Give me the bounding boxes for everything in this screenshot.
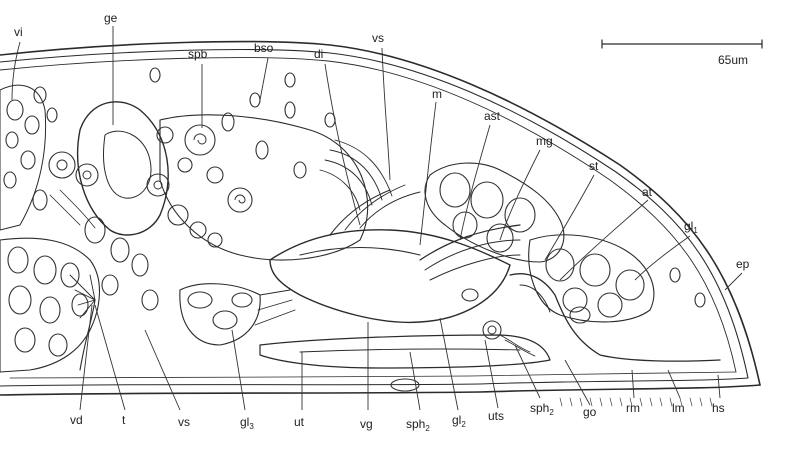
label-m: m [432,87,442,101]
label-uts: uts [488,409,504,423]
scale-bar-label: 65um [718,53,748,67]
label-vs-top: vs [372,31,384,45]
label-di: di [314,47,323,61]
label-gl1: gl1 [684,219,698,235]
label-t: t [122,413,126,427]
label-rm: rm [626,401,640,415]
germarium [48,101,170,236]
label-bso: bso [254,41,274,55]
label-gl3: gl3 [240,415,254,431]
atrium [509,273,721,362]
label-spb: spb [188,47,208,61]
leader-lines [11,26,743,411]
label-mg: mg [536,134,553,148]
scale-bar: 65um [601,39,763,67]
label-ut: ut [294,415,305,429]
label-vi: vi [14,25,23,39]
label-gl2: gl2 [452,413,466,429]
body-wall [0,40,761,407]
label-vd: vd [70,413,83,427]
testes [0,216,159,373]
glands-cluster [424,162,706,324]
labels: vi ge spb bso di vs m ast mg st at gl1 e… [14,11,750,433]
label-sph2-a: sph2 [406,417,430,433]
label-at: at [642,185,653,199]
label-vs-bottom: vs [178,415,190,429]
label-go: go [583,405,597,419]
label-st: st [589,159,599,173]
label-lm: lm [672,401,685,415]
copulatory-organ [179,139,521,346]
label-ast: ast [484,109,501,123]
bursa-region [33,67,369,261]
label-vg: vg [360,417,373,431]
label-ge: ge [104,11,118,25]
label-hs: hs [712,401,725,415]
label-ep: ep [736,257,750,271]
vitellaria [0,84,58,231]
label-sph2-b: sph2 [530,401,554,417]
uterus [259,320,551,369]
